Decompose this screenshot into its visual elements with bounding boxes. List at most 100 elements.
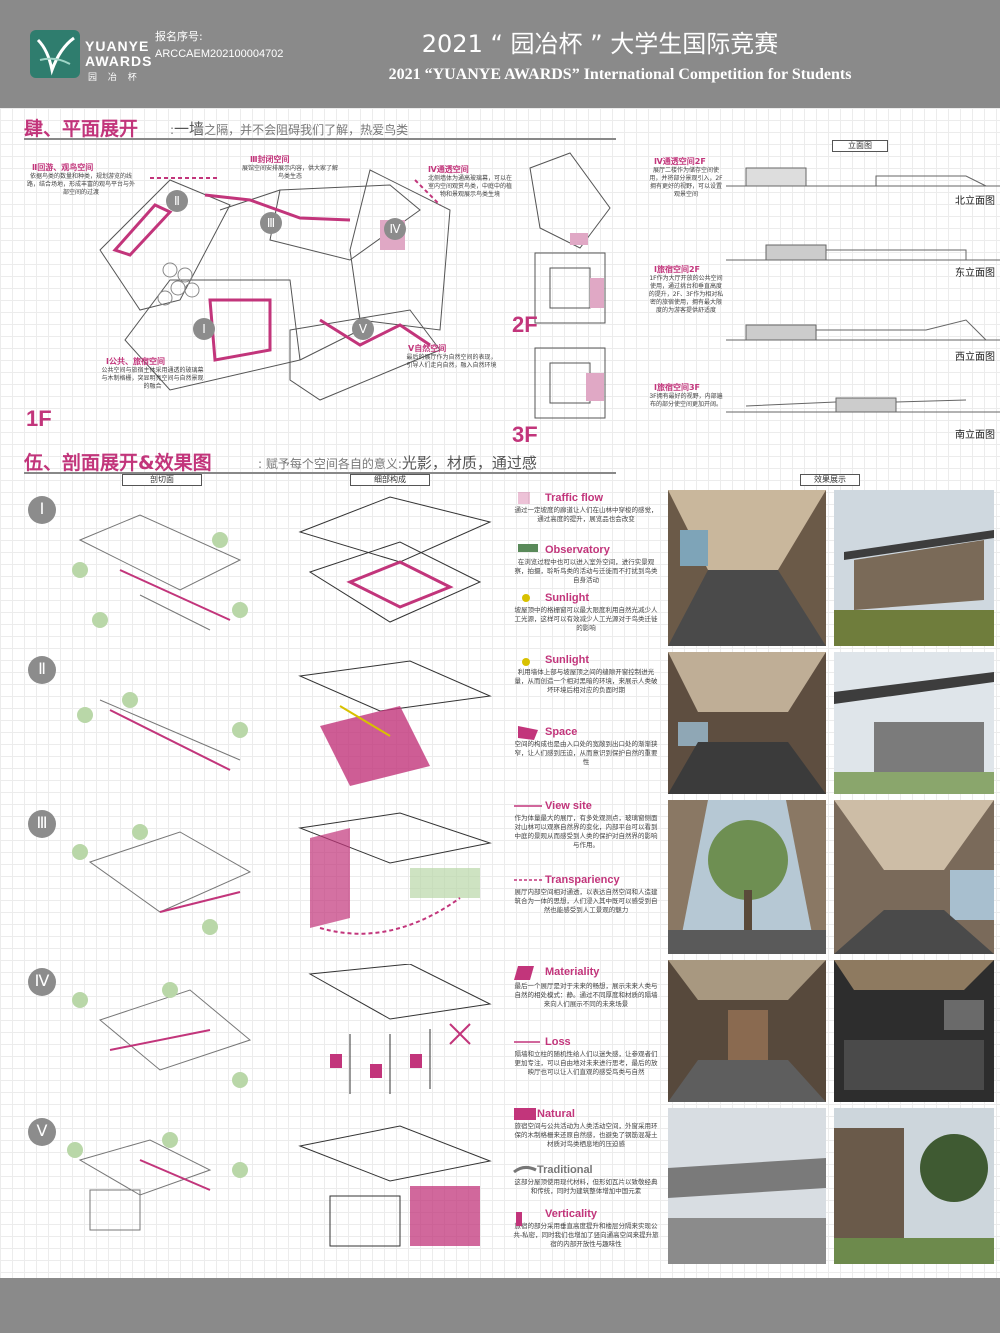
floor-label-1f: 1F <box>26 406 52 431</box>
note-desc-4-2f: 展厅二楼作为储存空间使用，并将部分景观引入，2F拥有更好的视野，可以设置观景空间 <box>649 167 723 198</box>
section4-subtitle-lead: : <box>170 123 175 137</box>
row-4-feature-icons <box>514 966 540 1043</box>
elevation-north-label: 北立面图 <box>955 196 995 207</box>
header-bar: YUANYE AWARDS 园 冶 杯 报名序号: ARCCAEM2021000… <box>0 0 1000 108</box>
elevation-drawings <box>726 167 1000 413</box>
floor1-marker-4: Ⅳ <box>384 218 406 240</box>
row-5-feature-3-title: Verticality <box>545 1208 597 1220</box>
row-4-feature-2-title: Loss <box>545 1036 571 1048</box>
logo-text-yuanye: YUANYE <box>85 38 150 54</box>
row-4-section-drawing <box>72 982 252 1088</box>
row-5-feature-3-desc: 旅宿的部分采用垂直高度提升和楼层分隔来实现公共-私密，同时我们也增加了竖向通高空… <box>513 1222 659 1248</box>
space-desc-1: 公共空间与旅宿主体采用通透的玻璃幕与木制格栅，突显明亮空间与自然景观的融合 <box>101 367 204 390</box>
row-1-section-drawing <box>72 514 248 631</box>
space-title-1: Ⅰ公共、旅宿空间 <box>106 357 165 366</box>
section4-title: 肆、平面展开 <box>24 118 139 140</box>
section4-subtitle-big: 一墙 <box>174 120 205 138</box>
space-desc-2: 依据鸟类的数量和种类，规划游览的线路，结合场地，形成丰富的观鸟平台与外部空间的过… <box>26 173 135 196</box>
render-4-interior <box>668 960 826 1102</box>
section5-title: 伍、剖面展开&效果图 <box>24 452 212 474</box>
note-desc-1-2f: 1F作为大厅开放的公共空间使用，通过挑台和垂直高度的提升，2F、3F作为相对私密… <box>648 275 724 314</box>
render-5-exterior <box>834 1108 994 1264</box>
row-5-feature-2-desc: 这部分屋顶使用现代材料，但形如瓦片以致敬经典和传统，同时为建筑整体增加中国元素 <box>514 1178 658 1195</box>
registration-number: ARCCAEM202100004702 <box>155 48 284 60</box>
logo-text-awards: AWARDS <box>85 53 153 69</box>
space-title-2: Ⅱ回游、观鸟空间 <box>32 163 94 172</box>
note-desc-1-3f: 3F拥有最好的视野，内部遍布的部分使空间更加开阔。 <box>649 393 723 408</box>
row-2-feature-2-desc: 空间的构成也是由入口处的宽敞到出口处的渐渐狭窄，让人们感到压迫，从而意识到保护自… <box>514 740 658 766</box>
row-3-feature-2-title: Transpariency <box>545 874 620 886</box>
row-4-feature-1-title: Materiality <box>545 966 600 978</box>
row-1-feature-1-title: Traffic flow <box>545 492 604 504</box>
space-desc-5: 最后的展厅作为自然空间的表现，引导人们走向自然，融入自然环境 <box>406 354 497 369</box>
row-5-feature-1-desc: 旅宿空间与公共活动为人类活动空间，外窗采用环保的木制格栅来还原自然感，也避免了钢… <box>514 1122 658 1148</box>
row-2-feature-1-desc: 利用墙体上部与坡屋顶之间的缝隙开窗控制进光量，从而创造一个相对黑暗的环境，来展示… <box>514 668 658 694</box>
section5-subtitle-lead: : 赋予每个空间各自的意义: <box>258 457 402 471</box>
row-4-feature-1-desc: 最后一个展厅是对于未来的畅想，展示未来人类与自然的相处模式：静。通过不同厚度和材… <box>514 982 658 1008</box>
competition-title-en: 2021 “YUANYE AWARDS” International Compe… <box>388 66 852 83</box>
row-2-numeral: Ⅱ <box>28 656 56 684</box>
floor1-marker-5: Ⅴ <box>352 318 374 340</box>
section5-subtitle-big: 光影，材质，通过感 <box>401 454 537 472</box>
row-3-detail-drawing <box>298 812 492 935</box>
row-3-feature-1-title: View site <box>545 800 592 812</box>
row-2-feature-icons <box>518 658 538 740</box>
row-2-detail-drawing <box>298 660 492 786</box>
space-title-3: Ⅲ封闭空间 <box>250 155 290 164</box>
section5-subtitle: : 赋予每个空间各自的意义:光影，材质，通过感 <box>258 452 537 473</box>
row-1-feature-icons <box>518 492 538 602</box>
render-2-interior <box>668 652 826 794</box>
yuanye-logo-icon <box>30 30 80 78</box>
footer-bar <box>0 1278 1000 1333</box>
row-1-numeral: Ⅰ <box>28 496 56 524</box>
row-3-feature-1-desc: 作为体量最大的展厅，有多处观测点，玻璃窗侧面对山林可以观察自然界的变化，内部平台… <box>514 814 658 849</box>
row-3-section-drawing <box>72 824 252 935</box>
elevation-box-label: 立面图 <box>832 140 888 152</box>
floor1-marker-3: Ⅲ <box>260 212 282 234</box>
space-desc-4: 北侧墙体为通高玻璃幕，可以在室内空间观赏鸟类，中庭中的植物和景观展示鸟类生境 <box>427 175 512 198</box>
floor-label-2f: 2F <box>512 312 538 337</box>
space-title-5: Ⅴ自然空间 <box>408 344 447 353</box>
column-label-detail: 细部构成 <box>350 474 430 486</box>
column-label-section: 剖切面 <box>122 474 202 486</box>
row-5-feature-2-title: Traditional <box>537 1164 593 1176</box>
space-title-4: Ⅳ通透空间 <box>428 165 469 174</box>
row-5-section-drawing <box>67 1132 248 1231</box>
row-4-numeral: Ⅳ <box>28 968 56 996</box>
row-5-feature-icons <box>513 1108 537 1226</box>
floor1-marker-1: Ⅰ <box>193 318 215 340</box>
row-2-feature-1-title: Sunlight <box>545 654 589 666</box>
row-2-feature-2-title: Space <box>545 726 578 738</box>
elevation-west-label: 西立面图 <box>955 352 995 363</box>
row-4-feature-2-desc: 隔墙和立柱的随机性给人们以迷失感，让参观者们更加专注，可以自由地对未来进行思考，… <box>514 1050 658 1076</box>
note-title-1-3f: Ⅰ旅宿空间3F <box>654 383 701 392</box>
row-1-detail-drawing <box>298 496 492 623</box>
elevation-east-label: 东立面图 <box>955 268 995 279</box>
section4-subtitle: :一墙之隔，并不会阻碍我们了解，热爱鸟类 <box>170 118 408 139</box>
row-1-feature-2-desc: 在浏览过程中也可以进入室外空间，进行实景观察，拍摄，聆听鸟类的活动与迁徙而不打扰… <box>514 558 658 584</box>
note-title-4-2f: Ⅳ通透空间2F <box>654 157 706 166</box>
registration-label: 报名序号: <box>155 30 203 43</box>
render-3-atrium <box>668 800 826 954</box>
row-1-feature-2-title: Observatory <box>545 544 610 556</box>
section4-subtitle-rest: 之隔，并不会阻碍我们了解，热爱鸟类 <box>204 123 409 137</box>
row-3-feature-icons <box>514 805 542 881</box>
render-1-interior <box>668 490 826 646</box>
floor-label-3f: 3F <box>512 422 538 447</box>
row-1-feature-3-desc: 坡屋顶中的格栅窗可以最大限度利用自然光减少人工光源，这样可以有效减少人工光源对于… <box>514 606 658 632</box>
section4-rule <box>24 138 616 140</box>
floor1-plan-drawing <box>99 169 451 401</box>
section5-rule <box>24 472 616 474</box>
row-5-detail-drawing <box>298 1125 492 1247</box>
space-desc-3: 展馆空间安排展示内容，供大家了解鸟类生态 <box>241 165 338 180</box>
elevation-south-label: 南立面图 <box>955 430 995 441</box>
floor1-marker-2: Ⅱ <box>166 190 188 212</box>
render-1-exterior <box>834 490 994 646</box>
column-label-render: 效果展示 <box>800 474 860 486</box>
note-title-1-2f: Ⅰ旅宿空间2F <box>654 265 701 274</box>
logo-text-cn: 园 冶 杯 <box>88 73 141 83</box>
upper-floor-plans <box>529 152 611 419</box>
render-4-theater <box>834 960 994 1102</box>
row-5-feature-1-title: Natural <box>537 1108 575 1120</box>
row-1-feature-1-desc: 通过一定坡度的廊道让人们在山林中穿梭的感觉，通过高度的提升，展览品也会改变 <box>514 506 658 523</box>
